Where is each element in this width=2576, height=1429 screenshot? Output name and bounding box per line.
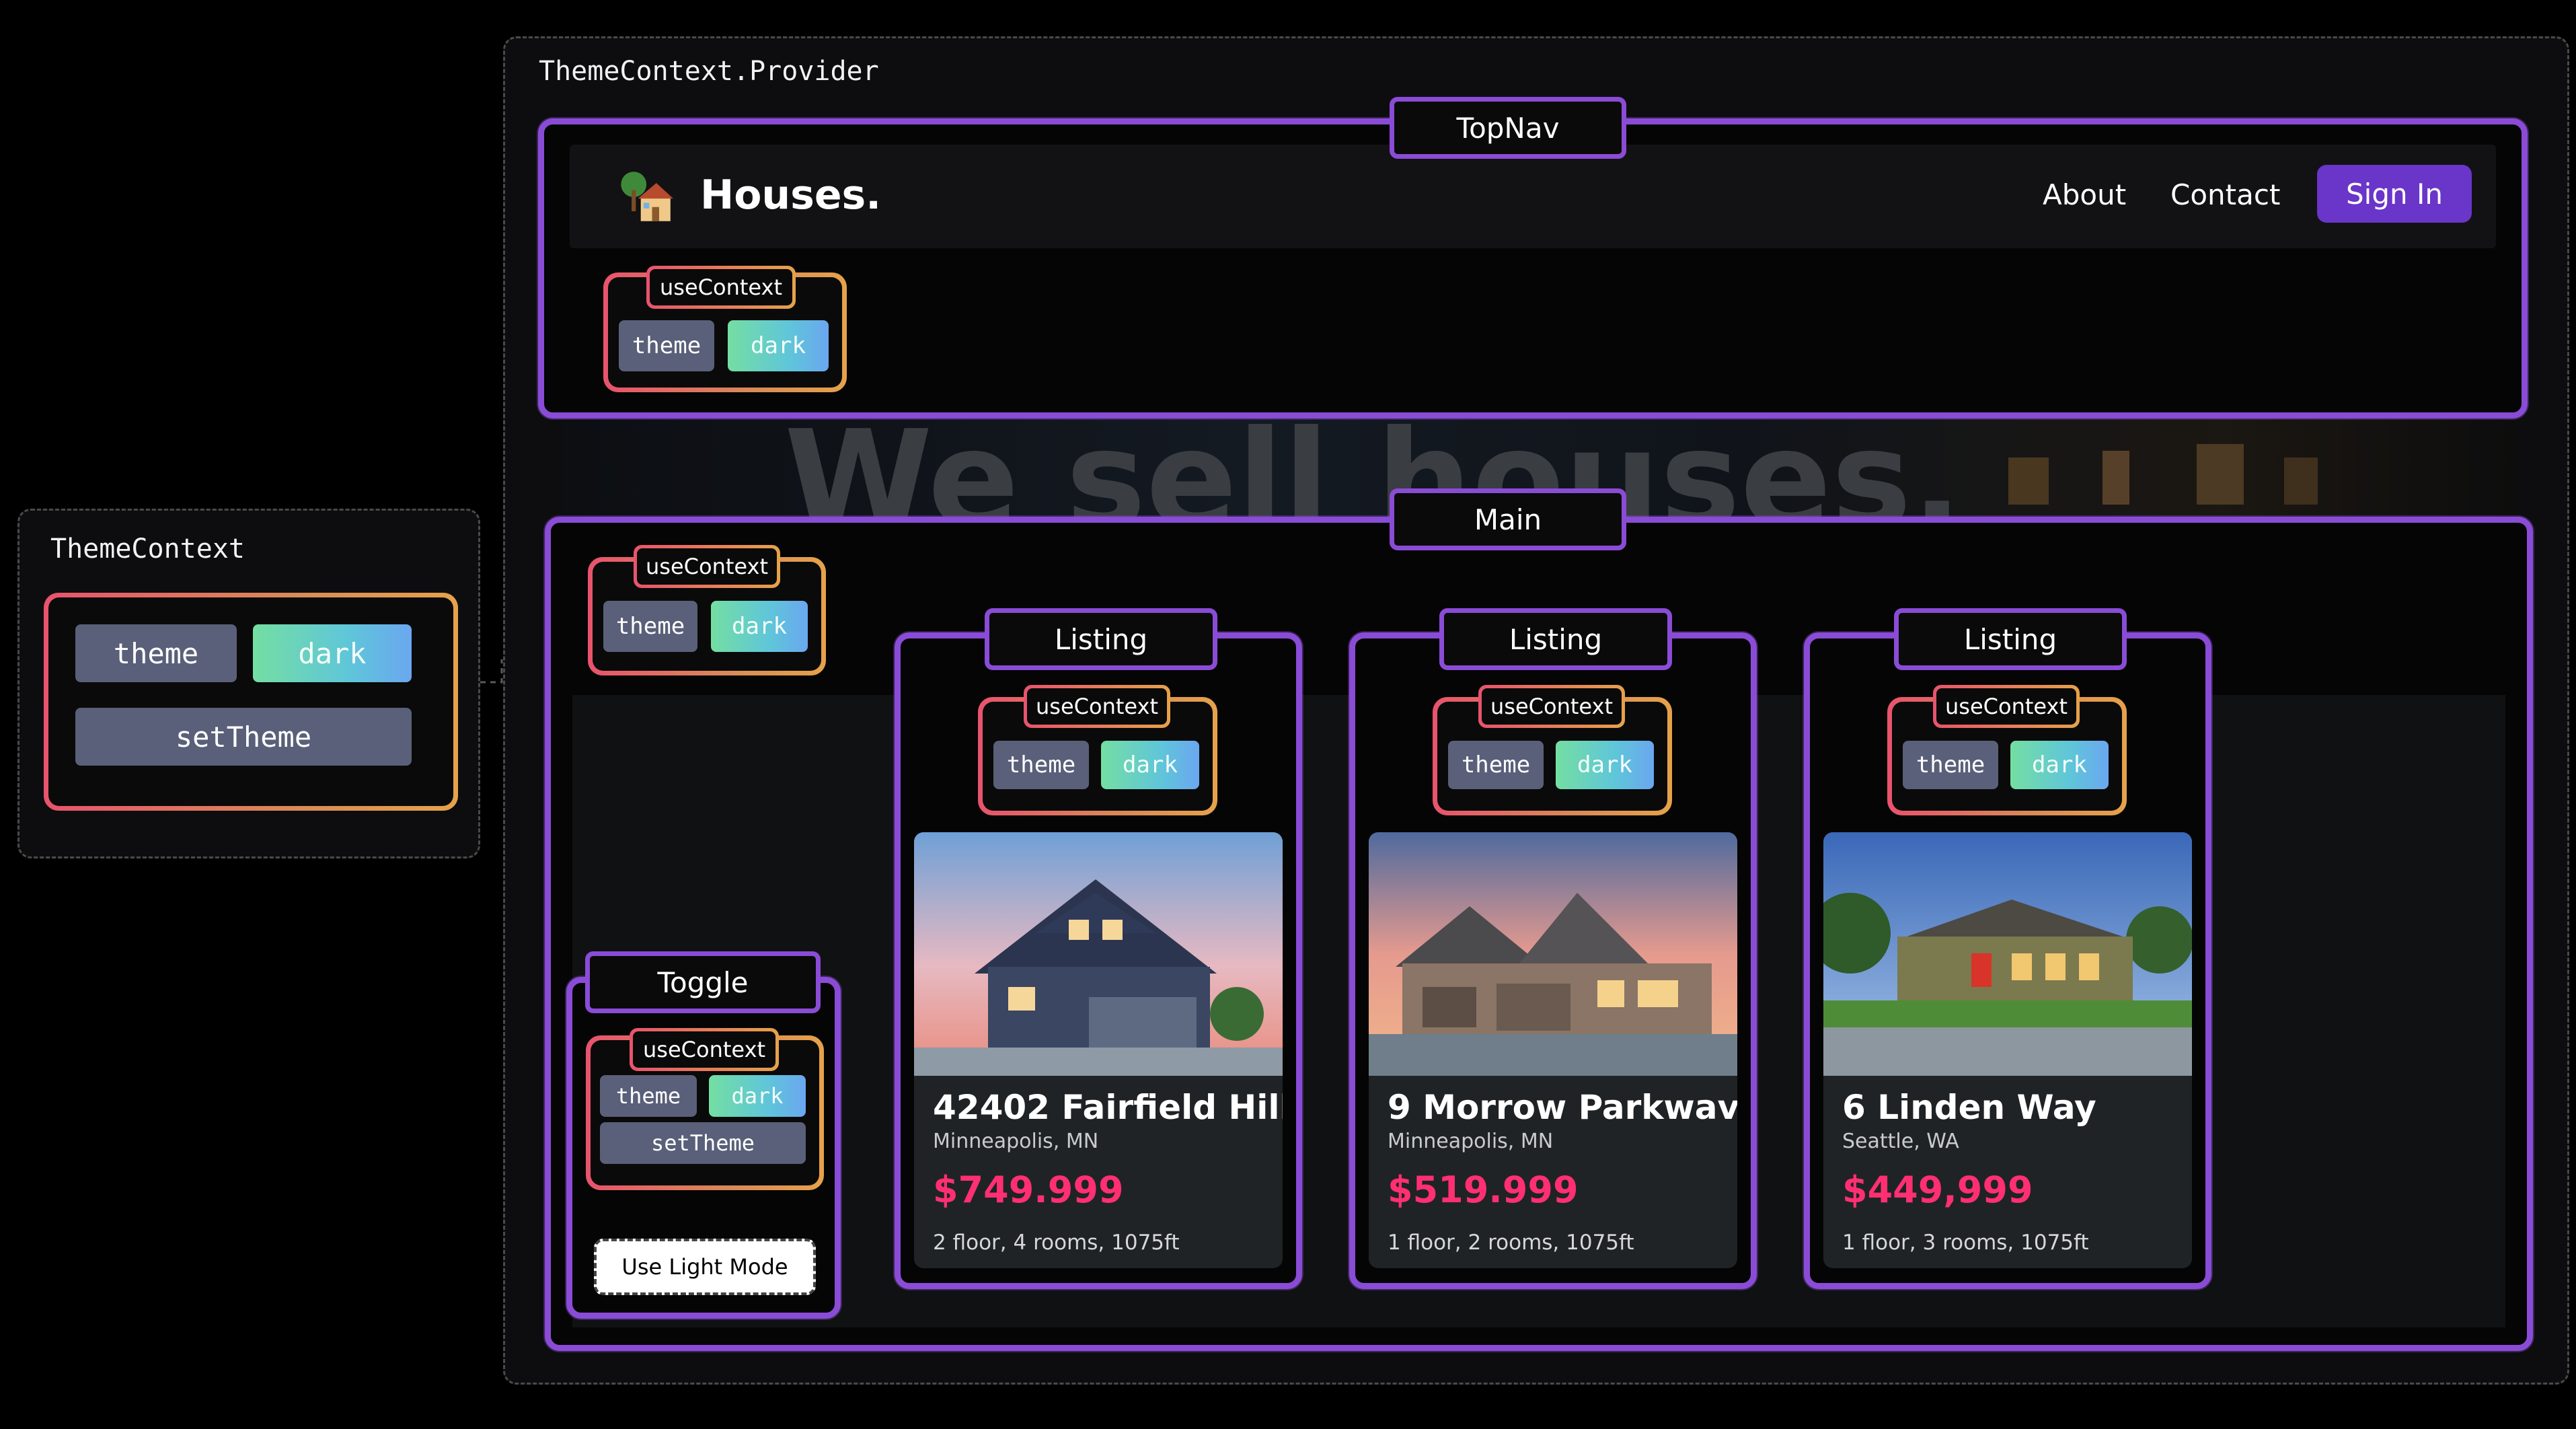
listing-frame-3: 6 Linden Way Seattle, WA $449,999 1 floo… bbox=[1804, 632, 2211, 1289]
listing-card-1[interactable]: 42402 Fairfield Hill Minneapolis, MN $74… bbox=[914, 832, 1283, 1268]
listing-card-2[interactable]: 9 Morrow Parkwav Minneapolis, MN $519.99… bbox=[1369, 832, 1737, 1268]
context-connector bbox=[480, 659, 503, 684]
listing-card-3[interactable]: 6 Linden Way Seattle, WA $449,999 1 floo… bbox=[1823, 832, 2192, 1268]
house-photo-2 bbox=[1369, 832, 1737, 1076]
nav-link-about[interactable]: About bbox=[2043, 178, 2127, 211]
listing-city-2: Minneapolis, MN bbox=[1388, 1130, 1554, 1153]
hero-window-3 bbox=[2197, 444, 2244, 505]
theme-context-title: ThemeContext bbox=[50, 534, 245, 564]
house-photo-3 bbox=[1823, 832, 2192, 1076]
listing-frame-1: 42402 Fairfield Hill Minneapolis, MN $74… bbox=[895, 632, 1302, 1289]
topnav-theme-value: dark bbox=[728, 320, 829, 371]
hero-window-1 bbox=[2008, 457, 2049, 505]
set-theme-pill: setTheme bbox=[75, 708, 412, 766]
listing-specs-3: 1 floor, 3 rooms, 1075ft bbox=[1842, 1231, 2089, 1255]
topnav-use-context-tag: useContext bbox=[646, 266, 796, 309]
topnav-frame: Houses. About Contact Sign In theme dark… bbox=[538, 118, 2528, 418]
listing-use-context-tag-3: useContext bbox=[1933, 685, 2080, 728]
theme-context-box: theme dark setTheme bbox=[44, 593, 458, 811]
hero-window-4 bbox=[2284, 457, 2318, 505]
listing-theme-value-2: dark bbox=[1556, 741, 1654, 789]
listing-theme-key-1: theme bbox=[993, 741, 1089, 789]
listing-title-2: 9 Morrow Parkwav bbox=[1388, 1088, 1737, 1127]
main-theme-value: dark bbox=[711, 601, 808, 652]
use-light-mode-button[interactable]: Use Light Mode bbox=[594, 1239, 816, 1295]
listing-use-context-tag-1: useContext bbox=[1024, 685, 1170, 728]
toggle-theme-value: dark bbox=[709, 1075, 806, 1117]
listing-title-1: 42402 Fairfield Hill bbox=[933, 1088, 1283, 1127]
toggle-theme-key: theme bbox=[600, 1075, 697, 1117]
theme-context-panel: ThemeContext theme dark setTheme bbox=[17, 509, 480, 858]
listing-label-1: Listing bbox=[985, 608, 1217, 670]
topnav-theme-key: theme bbox=[619, 320, 714, 371]
main-theme-key: theme bbox=[603, 601, 697, 652]
theme-value-pill: dark bbox=[253, 624, 412, 682]
listing-theme-key-2: theme bbox=[1448, 741, 1544, 789]
toggle-set-theme: setTheme bbox=[600, 1122, 806, 1164]
sign-in-button[interactable]: Sign In bbox=[2317, 165, 2472, 223]
listing-label-2: Listing bbox=[1439, 608, 1672, 670]
listing-city-3: Seattle, WA bbox=[1842, 1130, 1959, 1153]
toggle-label: Toggle bbox=[585, 951, 821, 1013]
brand-name[interactable]: Houses. bbox=[700, 172, 882, 219]
theme-key-pill: theme bbox=[75, 624, 237, 682]
main-use-context-tag: useContext bbox=[634, 545, 780, 588]
main-label: Main bbox=[1390, 488, 1626, 550]
nav-link-contact[interactable]: Contact bbox=[2170, 178, 2281, 211]
listing-theme-value-3: dark bbox=[2010, 741, 2109, 789]
listing-label-3: Listing bbox=[1894, 608, 2127, 670]
listing-city-1: Minneapolis, MN bbox=[933, 1130, 1099, 1153]
listing-specs-2: 1 floor, 2 rooms, 1075ft bbox=[1388, 1231, 1634, 1255]
house-photo-1 bbox=[914, 832, 1283, 1076]
hero-window-2 bbox=[2103, 451, 2129, 505]
toggle-use-context-tag: useContext bbox=[630, 1028, 779, 1071]
listing-use-context-tag-2: useContext bbox=[1478, 685, 1625, 728]
listing-theme-value-1: dark bbox=[1101, 741, 1199, 789]
listing-title-3: 6 Linden Way bbox=[1842, 1088, 2096, 1127]
house-with-tree-icon bbox=[621, 172, 673, 221]
provider-title: ThemeContext.Provider bbox=[539, 56, 879, 87]
toggle-frame: theme dark setTheme Use Light Mode bbox=[566, 977, 841, 1319]
listing-specs-1: 2 floor, 4 rooms, 1075ft bbox=[933, 1231, 1180, 1255]
hero-banner: We sell houses. bbox=[562, 417, 2517, 518]
listing-theme-key-3: theme bbox=[1903, 741, 1998, 789]
topnav-bar: Houses. About Contact Sign In bbox=[570, 145, 2496, 248]
hero-text: We sell houses. bbox=[784, 417, 1963, 518]
topnav-label: TopNav bbox=[1390, 97, 1626, 159]
listing-price-2: $519.999 bbox=[1388, 1169, 1579, 1211]
listing-price-1: $749.999 bbox=[933, 1169, 1124, 1211]
listing-price-3: $449,999 bbox=[1842, 1169, 2033, 1211]
